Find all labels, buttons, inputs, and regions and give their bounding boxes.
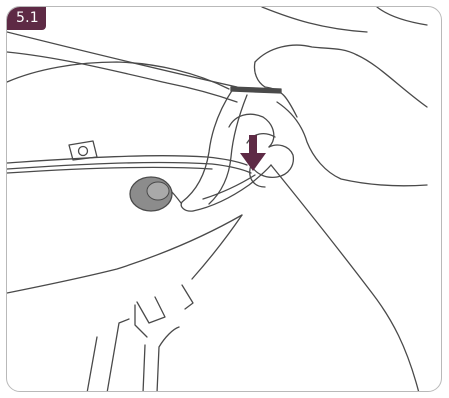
strap-right-edge (209, 95, 247, 204)
hand-back (357, 55, 427, 107)
frame-tube-1 (107, 319, 129, 392)
seat-lower-contour (7, 215, 242, 293)
seat-curve (7, 62, 229, 89)
hand-palm (277, 102, 427, 186)
instruction-panel: 5.1 (6, 6, 442, 392)
step-number-badge: 5.1 (7, 7, 46, 30)
seat-seam-3 (7, 167, 212, 173)
seat-top-contour (262, 7, 367, 32)
frame-leg-1 (137, 297, 165, 323)
adjuster-knob-icon (130, 177, 172, 211)
seat-buckle (69, 141, 97, 160)
frame-tube-3 (157, 327, 179, 392)
strap-guide-bar (231, 87, 281, 93)
frame-tube-4 (87, 337, 97, 392)
seat-right-contour (271, 165, 419, 392)
seat-buckle-hole (79, 147, 88, 156)
seat-side-edge (192, 215, 242, 279)
strap-adjustment-illustration (7, 7, 442, 392)
hand-thumb (254, 62, 265, 87)
frame-leg-2 (182, 285, 193, 309)
frame-tube-2 (143, 345, 145, 392)
hand-outline-top (255, 45, 357, 62)
arrow-down-icon (240, 135, 266, 171)
seat-top-edge (377, 7, 427, 25)
strap-left-edge (181, 89, 233, 211)
seat-upper-edge (7, 32, 237, 87)
